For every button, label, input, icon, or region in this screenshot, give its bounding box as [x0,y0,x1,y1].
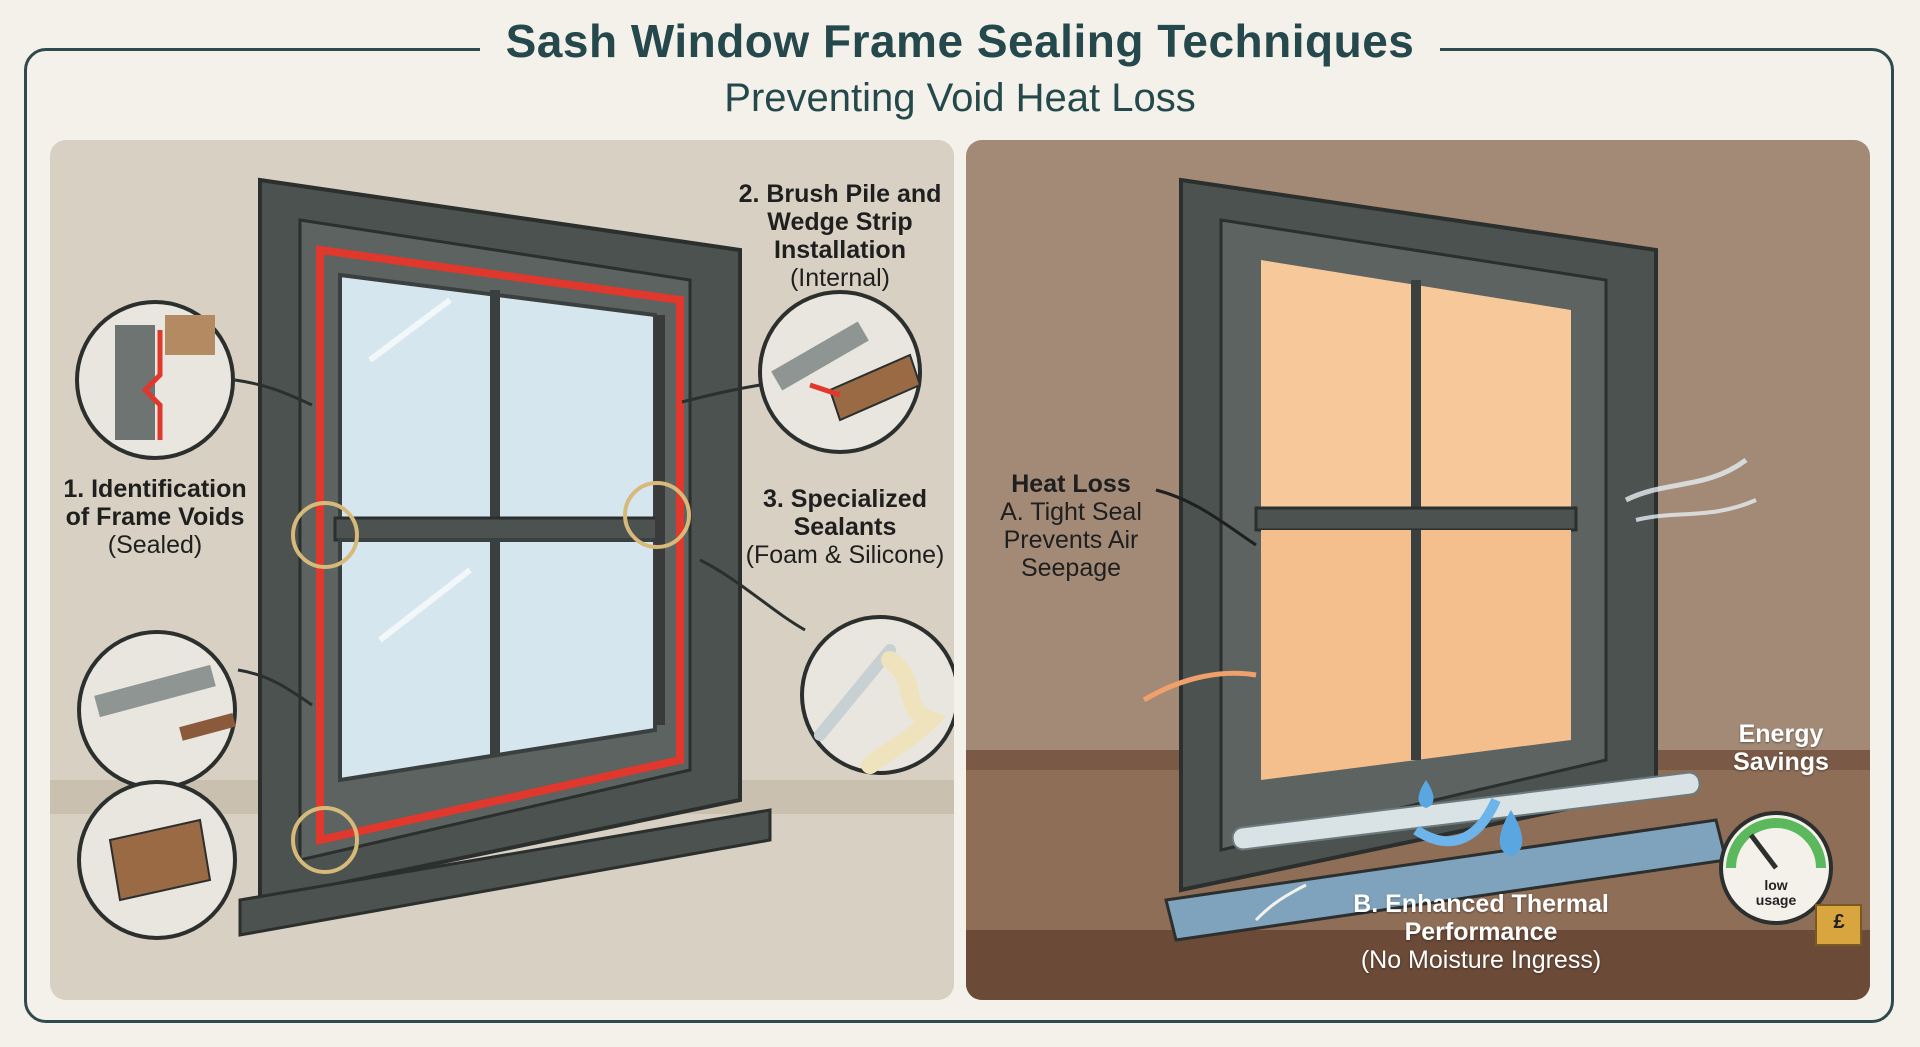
header: Sash Window Frame Sealing Techniques Pre… [0,14,1920,121]
coin-symbol: £ [1833,911,1845,933]
draught-swirl [1624,457,1748,503]
arrow [699,558,806,632]
inset-brush-pile [758,290,922,454]
window-sill [238,808,772,937]
callout-thermal: B. Enhanced Thermal Performance (No Mois… [1353,890,1609,974]
seal-line [316,245,684,845]
water-deflect-arrow [1413,797,1501,847]
callout-energy: Energy Savings [1733,720,1829,776]
left-panel: 1. Identification of Frame Voids (Sealed… [50,140,954,1000]
callout-heat-loss: Heat Loss A. Tight Seal Prevents Air See… [1000,470,1142,582]
right-panel: Heat Loss A. Tight Seal Prevents Air See… [966,140,1870,1000]
gauge-needle [1749,833,1778,870]
arrow [681,383,761,404]
water-drop [1418,780,1434,808]
highlight-ring [291,501,359,569]
page-title: Sash Window Frame Sealing Techniques [479,14,1441,68]
arrow [237,668,313,707]
water-drop [1499,810,1523,856]
arrow [234,378,313,407]
right-window-illustration [966,177,1870,1000]
callout-brush-pile: 2. Brush Pile and Wedge Strip Installati… [738,180,942,292]
floor [966,930,1870,1000]
callout-sealants: 3. Specialized Sealants (Foam & Silicone… [745,485,945,569]
callout-frame-voids: 1. Identification of Frame Voids (Sealed… [63,475,247,559]
left-window-illustration [50,177,954,940]
gauge-label: low usage [1755,877,1797,908]
seal-strip [1231,771,1701,851]
arrow [1155,488,1257,547]
highlight-ring [291,806,359,874]
coin-stack-icon [1815,904,1862,946]
highlight-ring [623,481,691,549]
page-subtitle: Preventing Void Heat Loss [724,76,1196,120]
arrow [1142,670,1257,703]
arrow [1254,883,1307,922]
